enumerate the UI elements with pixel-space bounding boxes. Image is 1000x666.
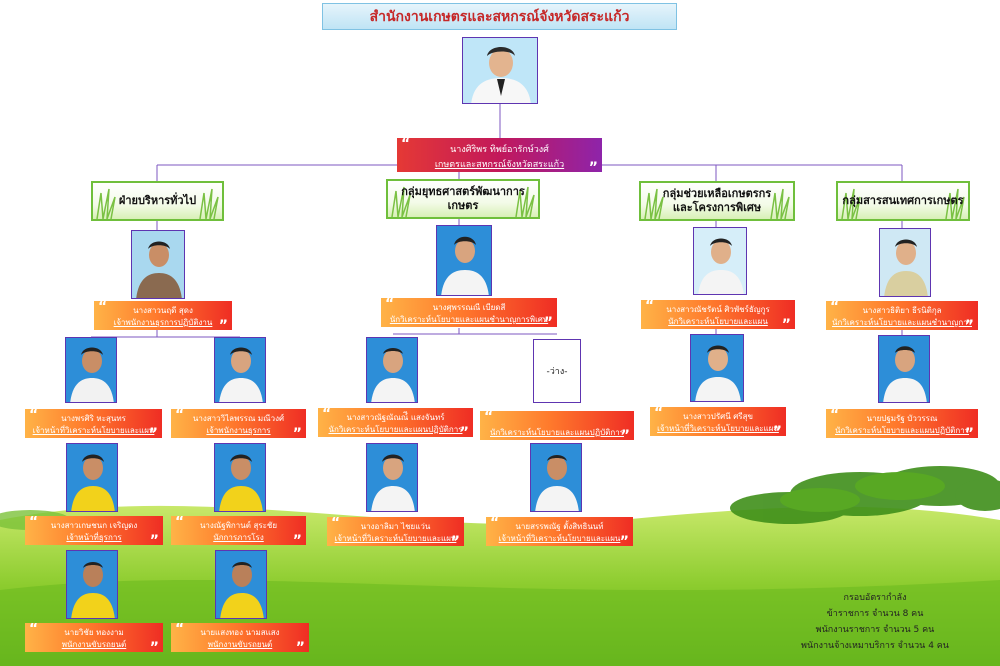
chief-position: เกษตรและสหกรณ์จังหวัดสระแก้ว — [434, 160, 565, 170]
staff-position: นักวิเคราะห์นโยบายและแผนปฏิบัติการ — [328, 425, 463, 434]
staff-name-label: “นางศุพรรณณี เบียดสีนักวิเคราะห์นโยบายแล… — [381, 298, 557, 327]
chief-name: นางศิริพร ทิพย์อารักษ์วงศ์ — [450, 145, 549, 155]
staff-photo — [530, 443, 582, 512]
staff-name: นางสาวนฤดี สุดง — [133, 306, 193, 315]
staff-name: นางสาวณัชรัตน์ ศิวพัชร์ธัญกูร — [666, 305, 770, 314]
staff-photo — [366, 443, 418, 512]
staff-position: เจ้าหน้าที่ธุรการ — [66, 533, 122, 542]
staff-name: นางสาวเกษชนก เจริญดง — [50, 521, 138, 530]
staff-name-label: “นางอาลิมา ไชยแว่นเจ้าหน้าที่วิเคราะห์นโ… — [327, 517, 464, 546]
dept-strategy: กลุ่มยุทธศาสตร์พัฒนาการเกษตร — [386, 179, 540, 219]
staff-position: นักวิเคราะห์นโยบายและแผนชำนาญการ — [832, 318, 972, 327]
staff-photo — [693, 227, 747, 295]
staff-name: นางสาวธิติยา ธีรนิติกุล — [862, 306, 942, 315]
summary-line: ข้าราชการ จำนวน 8 คน — [826, 609, 924, 619]
staff-name-label: “นายวิชัย ทองงามพนักงานขับรถยนต์” — [25, 623, 163, 652]
staff-name-label: “นางสาวนฤดี สุดงเจ้าพนักงานธุรการปฏิบัติ… — [94, 301, 232, 330]
staff-name: นายวิชัย ทองงาม — [64, 628, 124, 637]
staff-name-label: “นางสาวเกษชนก เจริญดงเจ้าหน้าที่ธุรการ” — [25, 516, 163, 545]
dept-farmer-assistance: กลุ่มช่วยเหลือเกษตรกรและโครงการพิเศษ — [639, 181, 795, 221]
staff-name: นางอาลิมา ไชยแว่น — [360, 522, 431, 531]
staff-name: นางสาวปรัศนี ศรีสุข — [683, 412, 753, 421]
staff-position: นักการภารโรง — [213, 533, 264, 542]
staff-name: นายปฐมรัฐ บัววรรณ — [866, 414, 938, 423]
summary-title: กรอบอัตรากำลัง — [843, 593, 907, 603]
staff-name-label: “นางสาวธิติยา ธีรนิติกุลนักวิเคราะห์นโยบ… — [826, 301, 978, 330]
staff-name-label: “นางณัฐพิกานต์ สุระชัยนักการภารโรง” — [171, 516, 306, 545]
staff-position: พนักงานขับรถยนต์ — [61, 640, 127, 649]
staff-name-label: “นายสรรพณัฐ ตั้งสิทธินนท์เจ้าหน้าที่วิเค… — [486, 517, 633, 546]
staff-name: นางพรศิริ หะสุนทร — [61, 414, 126, 423]
staff-position: เจ้าหน้าที่วิเคราะห์นโยบายและแผน — [657, 424, 779, 433]
staff-photo — [879, 228, 931, 297]
staff-photo — [878, 335, 930, 403]
staff-position: นักวิเคราะห์นโยบายและแผนชำนาญการพิเศษ — [389, 315, 549, 324]
staff-name-label: “นางสาวณัฐณัณณ์ี แสงจันทร์นักวิเคราะห์นโ… — [318, 408, 473, 437]
staff-name: นางณัฐพิกานต์ สุระชัย — [199, 521, 278, 530]
staff-position: เจ้าหน้าที่วิเคราะห์นโยบายและแผน — [498, 534, 621, 543]
page-title: สำนักงานเกษตรและสหกรณ์จังหวัดสระแก้ว — [322, 3, 677, 30]
staff-name-label: “นายปฐมรัฐ บัววรรณนักวิเคราะห์นโยบายและแ… — [826, 409, 978, 438]
staff-name: นายแสงทอง นามสแสง — [200, 628, 280, 637]
dept-information: กลุ่มสารสนเทศการเกษตร — [836, 181, 970, 221]
staff-photo — [366, 337, 418, 403]
staff-photo — [65, 337, 117, 403]
summary-line: พนักงานจ้างเหมาบริการ จำนวน 4 คน — [801, 641, 949, 651]
staff-position: เจ้าพนักงานธุรการปฏิบัติงาน — [113, 318, 213, 327]
staff-position: เจ้าหน้าที่วิเคราะห์นโยบายและแผน — [32, 426, 155, 435]
staff-name-label: “นางสาวณัชรัตน์ ศิวพัชร์ธัญกูรนักวิเคราะ… — [641, 300, 795, 329]
staff-name-label: “นายแสงทอง นามสแสงพนักงานขับรถยนต์” — [171, 623, 309, 652]
staff-position: พนักงานขับรถยนต์ — [207, 640, 273, 649]
staff-name-label: “นางสาววิไลพรรณ มณีวงศ์เจ้าพนักงานธุรการ… — [171, 409, 306, 438]
staff-position: เจ้าหน้าที่วิเคราะห์นโยบายและแผน — [334, 534, 457, 543]
staff-name: นางสาววิไลพรรณ มณีวงศ์ — [192, 414, 285, 423]
staff-position: นักวิเคราะห์นโยบายและแผนปฏิบัติการ — [490, 428, 624, 437]
staff-name-label: “นางพรศิริ หะสุนทรเจ้าหน้าที่วิเคราะห์นโ… — [25, 409, 162, 438]
staff-position: เจ้าพนักงานธุรการ — [206, 426, 271, 435]
staff-name-label: “นักวิเคราะห์นโยบายและแผนปฏิบัติการ” — [480, 411, 634, 440]
staff-name: นางศุพรรณณี เบียดสี — [432, 303, 506, 312]
chief-photo — [462, 37, 538, 104]
staff-photo — [436, 225, 492, 296]
summary-line: พนักงานราชการ จำนวน 5 คน — [815, 625, 935, 635]
vacant-position-box: -ว่าง- — [533, 339, 581, 403]
staff-name: นางสาวณัฐณัณณ์ี แสงจันทร์ — [346, 413, 445, 422]
staff-photo — [214, 443, 266, 512]
staffing-summary: กรอบอัตรากำลัง ข้าราชการ จำนวน 8 คน พนัก… — [780, 590, 970, 654]
staff-position: นักวิเคราะห์นโยบายและแผน — [668, 317, 768, 326]
staff-photo — [66, 443, 118, 512]
staff-photo — [215, 550, 267, 619]
staff-photo — [214, 337, 266, 403]
staff-position: นักวิเคราะห์นโยบายและแผนปฏิบัติการ — [835, 426, 969, 435]
dept-general-admin: ฝ่ายบริหารทั่วไป — [91, 181, 224, 221]
staff-name: นายสรรพณัฐ ตั้งสิทธินนท์ — [515, 522, 604, 531]
staff-name-label: “นางสาวปรัศนี ศรีสุขเจ้าหน้าที่วิเคราะห์… — [650, 407, 786, 436]
staff-photo — [131, 230, 185, 299]
staff-photo — [690, 334, 744, 402]
chief-name-label: “ นางศิริพร ทิพย์อารักษ์วงศ์ เกษตรและสหก… — [397, 138, 602, 172]
staff-photo — [66, 550, 118, 619]
